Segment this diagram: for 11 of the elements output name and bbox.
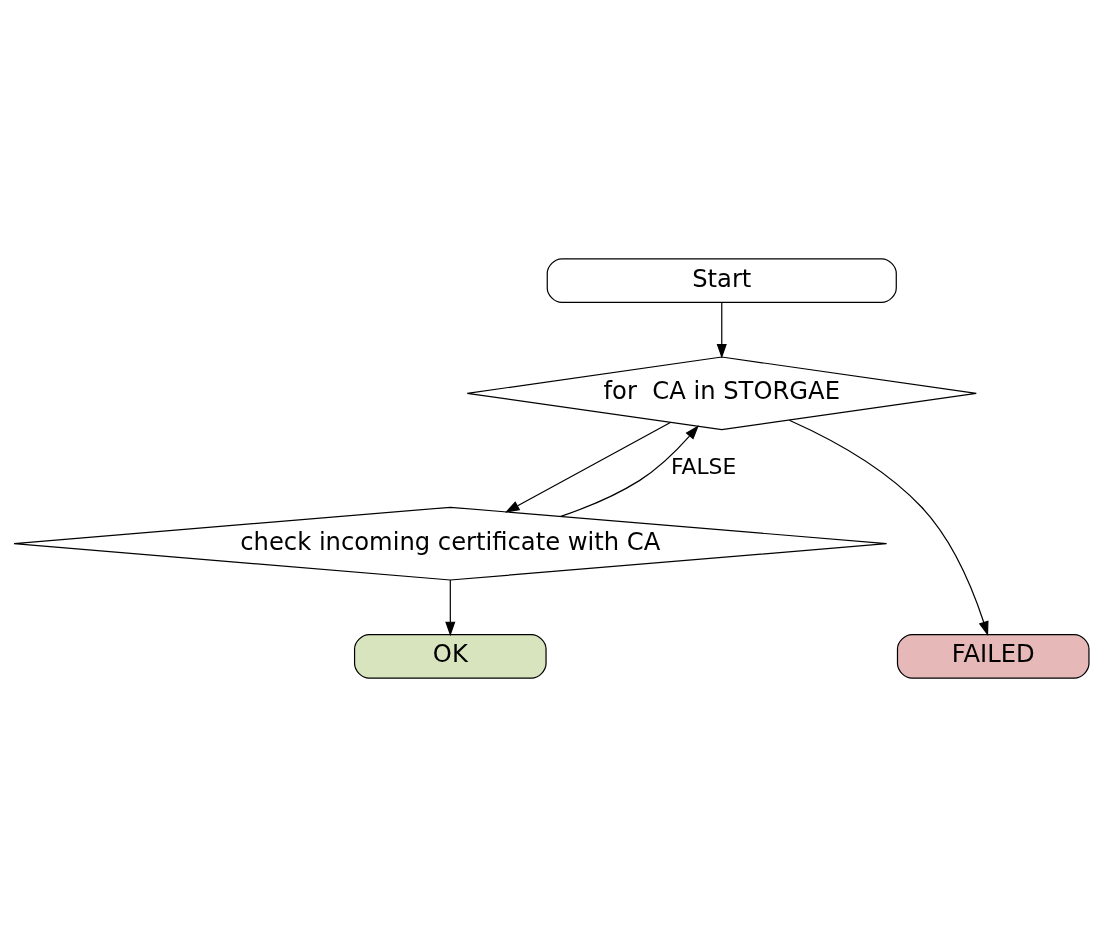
arrow bbox=[445, 578, 456, 636]
node-box: FAILED bbox=[896, 633, 1090, 679]
node-diamond: for CA in STORGAE bbox=[466, 355, 977, 430]
arrow bbox=[716, 301, 727, 359]
node-box: Start bbox=[546, 257, 897, 303]
arrow bbox=[505, 421, 671, 513]
edge-label: FALSE bbox=[670, 453, 737, 479]
arrow bbox=[560, 424, 699, 517]
arrow bbox=[788, 419, 989, 636]
node-box: OK bbox=[353, 633, 547, 679]
node-diamond: check incoming certificate with CA bbox=[13, 506, 888, 581]
